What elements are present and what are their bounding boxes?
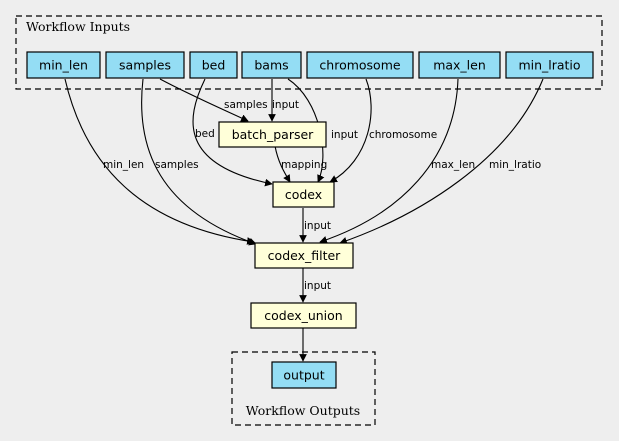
edge-label-max-len: max_len: [431, 159, 475, 171]
input-node-label: chromosome: [319, 58, 400, 73]
output-node-label: output: [283, 368, 324, 383]
step-node-label: codex_union: [264, 308, 342, 323]
input-nodes: min_len samples bed bams chromosome max_…: [26, 51, 594, 79]
input-node-max-len[interactable]: max_len: [418, 51, 501, 79]
edge-label-samples-filter: samples: [155, 159, 199, 171]
edge-samples-codex-filter: [141, 78, 257, 246]
input-node-label: samples: [119, 58, 171, 73]
step-node-codex[interactable]: codex: [272, 181, 335, 208]
workflow-outputs-title: Workflow Outputs: [246, 403, 360, 418]
input-node-label: bams: [254, 58, 288, 73]
step-node-batch-parser[interactable]: batch_parser: [218, 121, 327, 148]
input-node-label: min_lratio: [518, 58, 580, 73]
step-nodes: batch_parser codex codex_filter codex_un…: [218, 121, 357, 329]
step-node-codex-union[interactable]: codex_union: [250, 302, 357, 329]
input-node-chromosome[interactable]: chromosome: [306, 51, 414, 79]
edge-label-mapping: mapping: [281, 159, 327, 171]
edge-samples-batch-parser: [159, 78, 249, 122]
step-node-label: codex_filter: [268, 248, 342, 263]
edge-label-input-filter: input: [304, 220, 331, 232]
step-node-label: codex: [285, 187, 322, 202]
step-node-codex-filter[interactable]: codex_filter: [254, 242, 354, 269]
input-node-label: bed: [202, 58, 226, 73]
output-nodes: output: [271, 361, 337, 389]
workflow-inputs-cluster: Workflow Inputs: [15, 15, 603, 90]
input-node-min-len[interactable]: min_len: [26, 51, 101, 79]
edge-label-input-bp: input: [272, 99, 299, 111]
edge-label-input-codex: input: [331, 129, 358, 141]
input-node-samples[interactable]: samples: [105, 51, 185, 79]
edge-label-input-union: input: [304, 280, 331, 292]
edge-max-len-codex-filter: [319, 78, 459, 244]
workflow-inputs-title: Workflow Inputs: [26, 19, 130, 34]
edge-label-min-lratio: min_lratio: [489, 159, 541, 171]
edge-label-chromosome: chromosome: [369, 129, 437, 141]
input-node-label: max_len: [433, 58, 486, 73]
edge-label-bed: bed: [195, 128, 215, 140]
edges: samples input bed mapping input chromoso…: [64, 78, 544, 362]
input-node-bams[interactable]: bams: [241, 51, 302, 79]
edge-label-min-len: min_len: [103, 159, 144, 171]
edge-min-lratio-codex-filter: [339, 78, 544, 245]
input-node-bed[interactable]: bed: [189, 51, 238, 79]
edge-chromosome-codex: [329, 78, 372, 183]
edge-min-len-codex-filter: [64, 78, 255, 245]
input-node-min-lratio[interactable]: min_lratio: [505, 51, 594, 79]
input-node-label: min_len: [39, 58, 88, 73]
edge-batch-parser-codex: [274, 145, 291, 183]
edge-bed-codex: [192, 78, 273, 187]
workflow-inputs-frame: [15, 15, 603, 90]
step-node-label: batch_parser: [232, 127, 314, 142]
output-node-output[interactable]: output: [271, 361, 337, 389]
edge-label-samples: samples: [224, 99, 268, 111]
